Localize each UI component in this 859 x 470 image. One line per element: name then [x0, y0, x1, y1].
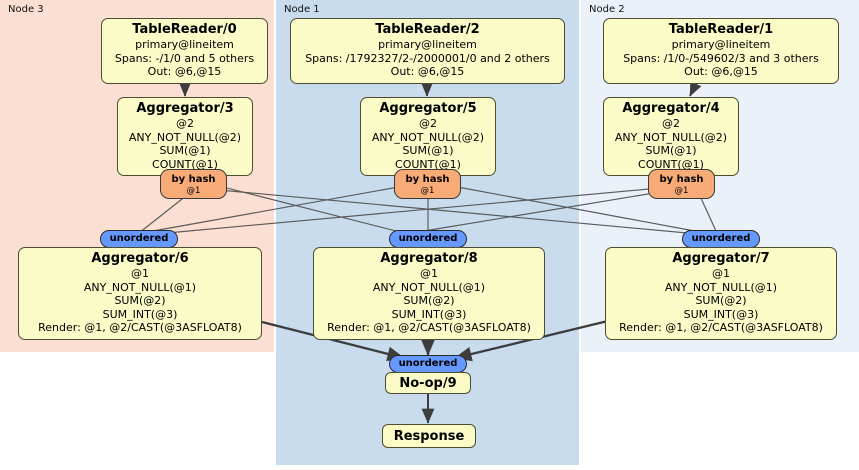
processor-title: Aggregator/6: [91, 251, 189, 266]
processor-noop-9[interactable]: No-op/9: [385, 372, 471, 394]
processor-detail-spans: Spans: /1792327/2-/2000001/0 and 2 other…: [305, 51, 550, 65]
processor-detail-agg-1: ANY_NOT_NULL(@2): [614, 130, 728, 144]
router-sublabel: @1: [674, 185, 689, 196]
processor-detail-agg-2: SUM(@1): [645, 144, 697, 157]
processor-detail-spans: Spans: -/1/0 and 5 others: [114, 51, 255, 65]
router-sublabel: @1: [186, 185, 201, 196]
processor-response[interactable]: Response: [382, 424, 476, 448]
processor-detail-out: Out: @6,@15: [390, 65, 465, 78]
panel-label-node3: Node 3: [8, 4, 44, 15]
processor-detail-agg-1: ANY_NOT_NULL(@1): [664, 280, 778, 294]
synchronizer-label: unordered: [398, 358, 458, 369]
processor-detail-render: Render: @1, @2/CAST(@3ASFLOAT8): [619, 321, 823, 334]
processor-aggregator-4[interactable]: Aggregator/4 @2 ANY_NOT_NULL(@2) SUM(@1)…: [603, 97, 739, 176]
processor-detail-groupby: @2: [176, 117, 194, 130]
processor-detail-table: primary@lineitem: [378, 38, 477, 51]
processor-detail-agg-2: SUM(@2): [403, 294, 455, 307]
processor-detail-groupby: @1: [131, 267, 149, 280]
synchronizer-label: unordered: [109, 233, 169, 244]
router-by-hash-right[interactable]: by hash @1: [648, 169, 715, 199]
router-sublabel: @1: [420, 185, 435, 196]
processor-detail-agg-3: COUNT(@1): [152, 157, 218, 171]
processor-title: No-op/9: [399, 375, 457, 391]
processor-detail-agg-3: COUNT(@1): [638, 157, 704, 171]
router-by-hash-left[interactable]: by hash @1: [160, 169, 227, 199]
synchronizer-unordered-left[interactable]: unordered: [100, 230, 178, 248]
processor-detail-agg-3: SUM_INT(@3): [102, 307, 178, 321]
processor-detail-render: Render: @1, @2/CAST(@3ASFLOAT8): [327, 321, 531, 334]
processor-aggregator-8[interactable]: Aggregator/8 @1 ANY_NOT_NULL(@1) SUM(@2)…: [313, 247, 545, 340]
router-label: by hash: [171, 173, 216, 185]
processor-detail-agg-3: SUM_INT(@3): [683, 307, 759, 321]
processor-title: TableReader/1: [668, 22, 774, 37]
processor-tablereader-2[interactable]: TableReader/2 primary@lineitem Spans: /1…: [290, 18, 565, 84]
processor-detail-agg-1: ANY_NOT_NULL(@1): [83, 280, 197, 294]
processor-title: Response: [393, 428, 465, 444]
processor-detail-agg-1: ANY_NOT_NULL(@1): [372, 280, 486, 294]
processor-title: Aggregator/8: [380, 251, 478, 266]
processor-detail-table: primary@lineitem: [671, 38, 771, 51]
processor-detail-spans: Spans: /1/0-/549602/3 and 3 others: [623, 51, 819, 65]
synchronizer-label: unordered: [691, 233, 751, 244]
processor-detail-agg-2: SUM(@1): [402, 144, 454, 157]
processor-detail-agg-1: ANY_NOT_NULL(@2): [371, 130, 485, 144]
processor-title: TableReader/2: [375, 22, 480, 37]
processor-detail-groupby: @1: [712, 267, 730, 280]
processor-detail-render: Render: @1, @2/CAST(@3ASFLOAT8): [38, 321, 242, 334]
synchronizer-unordered-final[interactable]: unordered: [389, 355, 467, 373]
processor-tablereader-1[interactable]: TableReader/1 primary@lineitem Spans: /1…: [603, 18, 839, 84]
synchronizer-unordered-right[interactable]: unordered: [682, 230, 760, 248]
processor-detail-agg-2: SUM(@2): [114, 294, 166, 307]
processor-detail-out: Out: @6,@15: [147, 65, 222, 78]
processor-title: Aggregator/5: [379, 101, 477, 116]
processor-detail-out: Out: @6,@15: [684, 65, 758, 78]
processor-detail-groupby: @2: [662, 117, 680, 130]
synchronizer-label: unordered: [398, 233, 458, 244]
processor-title: Aggregator/3: [136, 101, 234, 116]
processor-detail-groupby: @2: [419, 117, 437, 130]
processor-detail-agg-2: SUM(@1): [159, 144, 211, 157]
processor-detail-agg-3: COUNT(@1): [395, 157, 461, 171]
synchronizer-unordered-center[interactable]: unordered: [389, 230, 467, 248]
router-by-hash-center[interactable]: by hash @1: [394, 169, 461, 199]
processor-detail-groupby: @1: [420, 267, 438, 280]
processor-aggregator-7[interactable]: Aggregator/7 @1 ANY_NOT_NULL(@1) SUM(@2)…: [605, 247, 837, 340]
processor-detail-agg-2: SUM(@2): [695, 294, 747, 307]
processor-tablereader-0[interactable]: TableReader/0 primary@lineitem Spans: -/…: [101, 18, 268, 84]
processor-aggregator-3[interactable]: Aggregator/3 @2 ANY_NOT_NULL(@2) SUM(@1)…: [117, 97, 253, 176]
router-label: by hash: [659, 173, 704, 185]
processor-detail-table: primary@lineitem: [135, 38, 234, 51]
processor-title: TableReader/0: [132, 22, 237, 37]
processor-detail-agg-1: ANY_NOT_NULL(@2): [128, 130, 242, 144]
processor-detail-agg-3: SUM_INT(@3): [391, 307, 467, 321]
panel-label-node2: Node 2: [589, 4, 625, 15]
processor-title: Aggregator/7: [672, 251, 770, 266]
panel-label-node1: Node 1: [284, 4, 320, 15]
processor-aggregator-6[interactable]: Aggregator/6 @1 ANY_NOT_NULL(@1) SUM(@2)…: [18, 247, 262, 340]
router-label: by hash: [405, 173, 450, 185]
processor-aggregator-5[interactable]: Aggregator/5 @2 ANY_NOT_NULL(@2) SUM(@1)…: [360, 97, 496, 176]
processor-title: Aggregator/4: [622, 101, 720, 116]
